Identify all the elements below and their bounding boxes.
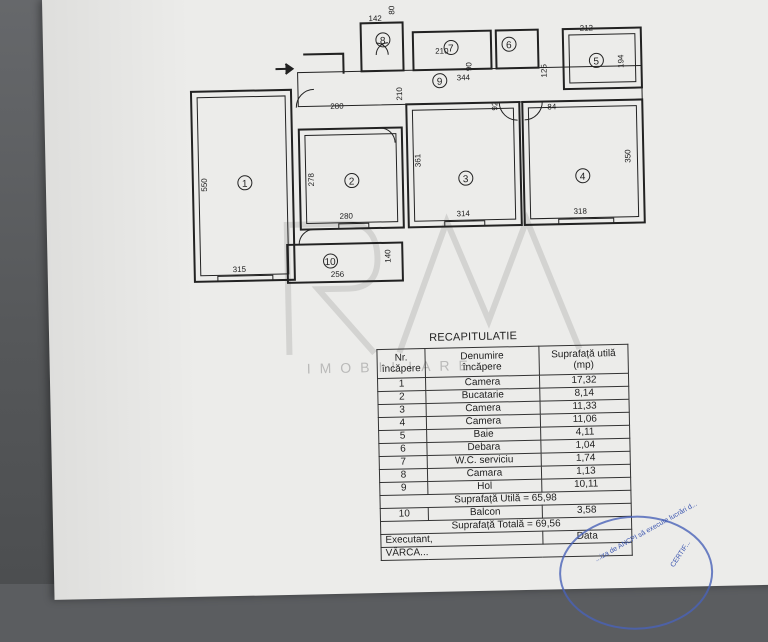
room-4-label: 4 [580, 172, 586, 183]
room-8-outline [359, 21, 405, 73]
table-cell: 6 [378, 442, 428, 457]
header-nr: Nr. încăpere [376, 348, 426, 379]
dim-212: 212 [580, 23, 594, 32]
dim-210-a: 210 [435, 46, 449, 55]
dim-125: 125 [539, 64, 548, 78]
dim-315: 315 [233, 265, 247, 274]
table-cell: 8 [379, 468, 428, 483]
table-cell: 10 [380, 507, 429, 522]
room-7-outline [411, 29, 493, 72]
dim-314: 314 [456, 209, 470, 218]
table-cell: 3 [378, 403, 427, 418]
room-6-label: 6 [506, 40, 512, 51]
dim-256: 256 [331, 270, 345, 279]
header-name: Denumire încăpere [424, 346, 540, 378]
table-cell: 7 [379, 455, 428, 470]
recap-title: RECAPITULATIE [429, 330, 518, 344]
dim-550: 550 [200, 178, 209, 192]
room-10-label: 10 [324, 257, 336, 268]
dim-280-bottom: 280 [340, 212, 354, 221]
dim-361: 361 [413, 153, 422, 167]
dim-278: 278 [307, 172, 316, 186]
watermark-logo [283, 211, 583, 356]
room-7-label: 7 [448, 43, 454, 54]
room-3-label: 3 [463, 174, 469, 185]
dim-84: 84 [547, 102, 557, 111]
dim-142: 142 [368, 14, 382, 23]
stamp-seal [557, 514, 715, 632]
header-area: Suprafață utilă (mp) [538, 344, 629, 376]
room-6-outline [494, 28, 540, 70]
floor-plan: 1 2 3 4 5 6 7 8 9 10 80 142 210 90 125 2… [189, 5, 646, 284]
room-1-label: 1 [242, 179, 248, 190]
room-2-label: 2 [349, 176, 355, 187]
room-9-label: 9 [437, 77, 443, 88]
table-cell: 9 [379, 481, 428, 496]
dim-344: 344 [457, 73, 471, 82]
table-cell: 1 [377, 377, 426, 392]
dim-318: 318 [573, 207, 587, 216]
table-cell: 2 [377, 390, 426, 405]
dim-90: 90 [464, 62, 473, 72]
table-cell: 5 [378, 429, 427, 444]
table-cell: 4 [378, 416, 427, 431]
room-5-outline [561, 26, 643, 91]
room-8-label: 8 [380, 36, 386, 47]
dim-140: 140 [383, 249, 392, 263]
room-5-label: 5 [593, 56, 599, 67]
dim-92: 92 [490, 101, 499, 111]
dim-210-b: 210 [395, 87, 404, 101]
room-10-outline [286, 241, 404, 284]
document-sheet: IMOBILIARE [42, 0, 768, 632]
entry-arrow-icon [275, 63, 295, 75]
dim-194: 194 [616, 54, 625, 68]
dim-350: 350 [623, 149, 632, 163]
dim-280-top: 280 [330, 102, 344, 111]
dim-80: 80 [387, 5, 396, 15]
